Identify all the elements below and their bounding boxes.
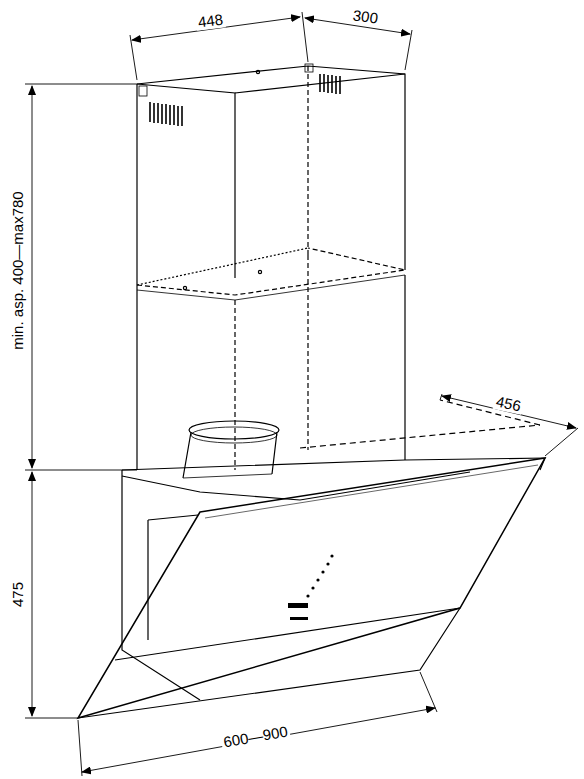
dimension-label: min. asp. 400—max780: [9, 189, 26, 351]
dimension-label: 600—900: [220, 722, 291, 751]
dimension-label: 448: [195, 10, 226, 30]
dimension-label: 456: [492, 392, 524, 415]
dimension-label: 300: [349, 6, 380, 27]
dimension-label: 475: [9, 579, 26, 608]
